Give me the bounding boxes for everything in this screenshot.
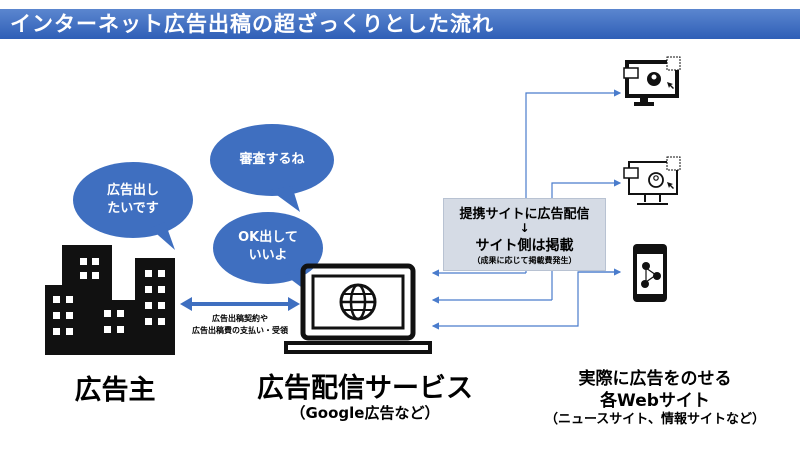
bubble-text-review: 審査するね xyxy=(239,152,305,167)
label-ad-service-example: （Google広告など） xyxy=(290,404,440,422)
label-websites-example: （ニュースサイト、情報サイトなど） xyxy=(544,412,766,427)
process-note: （成果に応じて掲載費発生） xyxy=(472,256,577,265)
monitor-user-icon xyxy=(623,56,681,106)
bubble-text-approval: OK出して いいよ xyxy=(218,229,318,265)
laptop-globe-icon xyxy=(284,263,432,354)
bubble-line: いいよ xyxy=(248,248,288,263)
page-title: インターネット広告出稿の超ざっくりとした流れ xyxy=(0,9,800,39)
label-websites-line1: 実際に広告をのせる xyxy=(578,369,732,389)
contract-note-line: 広告出稿契約や xyxy=(212,314,268,323)
bubble-line: たいです xyxy=(107,201,159,216)
process-line1: 提携サイトに広告配信 xyxy=(459,207,590,222)
bubble-text-advertiser: 広告出し たいです xyxy=(83,182,183,218)
bubble-line: OK出して xyxy=(238,230,298,245)
smartphone-network-icon xyxy=(633,244,667,302)
label-advertiser: 広告主 xyxy=(74,375,156,406)
contract-double-arrow xyxy=(180,297,300,311)
bubble-line: 広告出し xyxy=(106,183,159,198)
label-ad-service: 広告配信サービス xyxy=(257,373,473,404)
building-icon xyxy=(45,245,175,355)
contract-note: 広告出稿契約や 広告出稿費の支払い・受領 xyxy=(160,313,320,337)
monitor-profile-icon xyxy=(623,156,681,205)
down-arrow-icon: ↓ xyxy=(519,221,530,235)
speech-bubble-review xyxy=(210,124,334,212)
speech-bubble-advertiser xyxy=(73,162,193,250)
process-box: 提携サイトに広告配信 ↓ サイト側は掲載 （成果に応じて掲載費発生） xyxy=(443,198,606,271)
speech-bubble-approval xyxy=(213,212,323,290)
process-line2: サイト側は掲載 xyxy=(475,238,574,254)
contract-note-line: 広告出稿費の支払い・受領 xyxy=(192,326,288,335)
label-websites-line2: 各Webサイト xyxy=(600,391,710,411)
